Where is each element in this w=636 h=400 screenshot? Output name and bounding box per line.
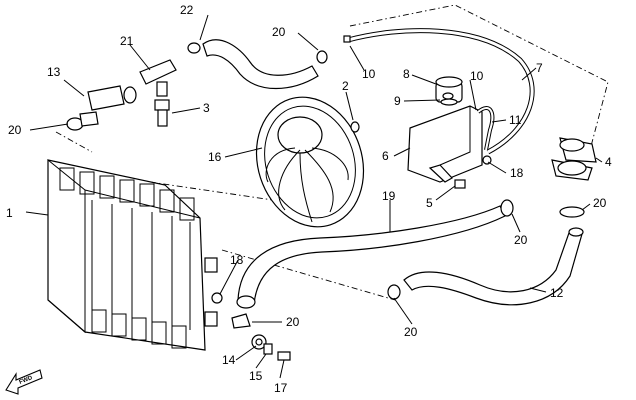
callout-9: 9 [394, 94, 401, 108]
radiator-filler-neck [551, 137, 597, 181]
callout-6: 6 [382, 149, 389, 163]
callout-17: 17 [274, 381, 288, 395]
inlet-pipe [66, 59, 177, 131]
callout-7: 7 [536, 61, 543, 75]
callout-18-left: 18 [230, 253, 244, 267]
callout-labels: 22 20 10 21 13 20 3 2 16 1 8 9 10 7 11 6… [6, 3, 612, 395]
callout-16: 16 [208, 150, 222, 164]
callout-1: 1 [6, 206, 13, 220]
callout-20-top: 20 [272, 25, 286, 39]
callout-22: 22 [180, 3, 194, 17]
callout-20-mid: 20 [514, 233, 528, 247]
leader-lines [25, 14, 603, 379]
reservoir-tank [407, 76, 483, 183]
callout-20-lower: 20 [286, 315, 300, 329]
clamp-22 [187, 42, 201, 54]
fwd-label: FWD [19, 375, 35, 386]
callout-20-right: 20 [593, 196, 607, 210]
callout-21: 21 [120, 34, 134, 48]
callout-4: 4 [605, 155, 612, 169]
callout-3: 3 [203, 101, 210, 115]
callout-18-right: 18 [510, 166, 524, 180]
thermo-switch [154, 99, 170, 127]
callout-19: 19 [382, 189, 396, 203]
callout-20-bottom: 20 [404, 325, 418, 339]
hose-22 [202, 39, 319, 90]
callout-20-left: 20 [8, 123, 22, 137]
fwd-arrow-icon: FWD [5, 369, 43, 395]
callout-10-right: 10 [470, 69, 484, 83]
callout-11: 11 [509, 113, 522, 127]
callout-5: 5 [426, 196, 433, 210]
callout-12: 12 [550, 286, 564, 300]
fasteners [211, 35, 492, 361]
cooling-fan [255, 96, 365, 228]
callout-8: 8 [403, 67, 410, 81]
callout-13: 13 [47, 65, 61, 79]
radiator [47, 158, 218, 351]
callout-15: 15 [249, 369, 263, 383]
callout-14: 14 [222, 353, 236, 367]
callout-2: 2 [342, 79, 349, 93]
callout-10-left: 10 [362, 67, 376, 81]
